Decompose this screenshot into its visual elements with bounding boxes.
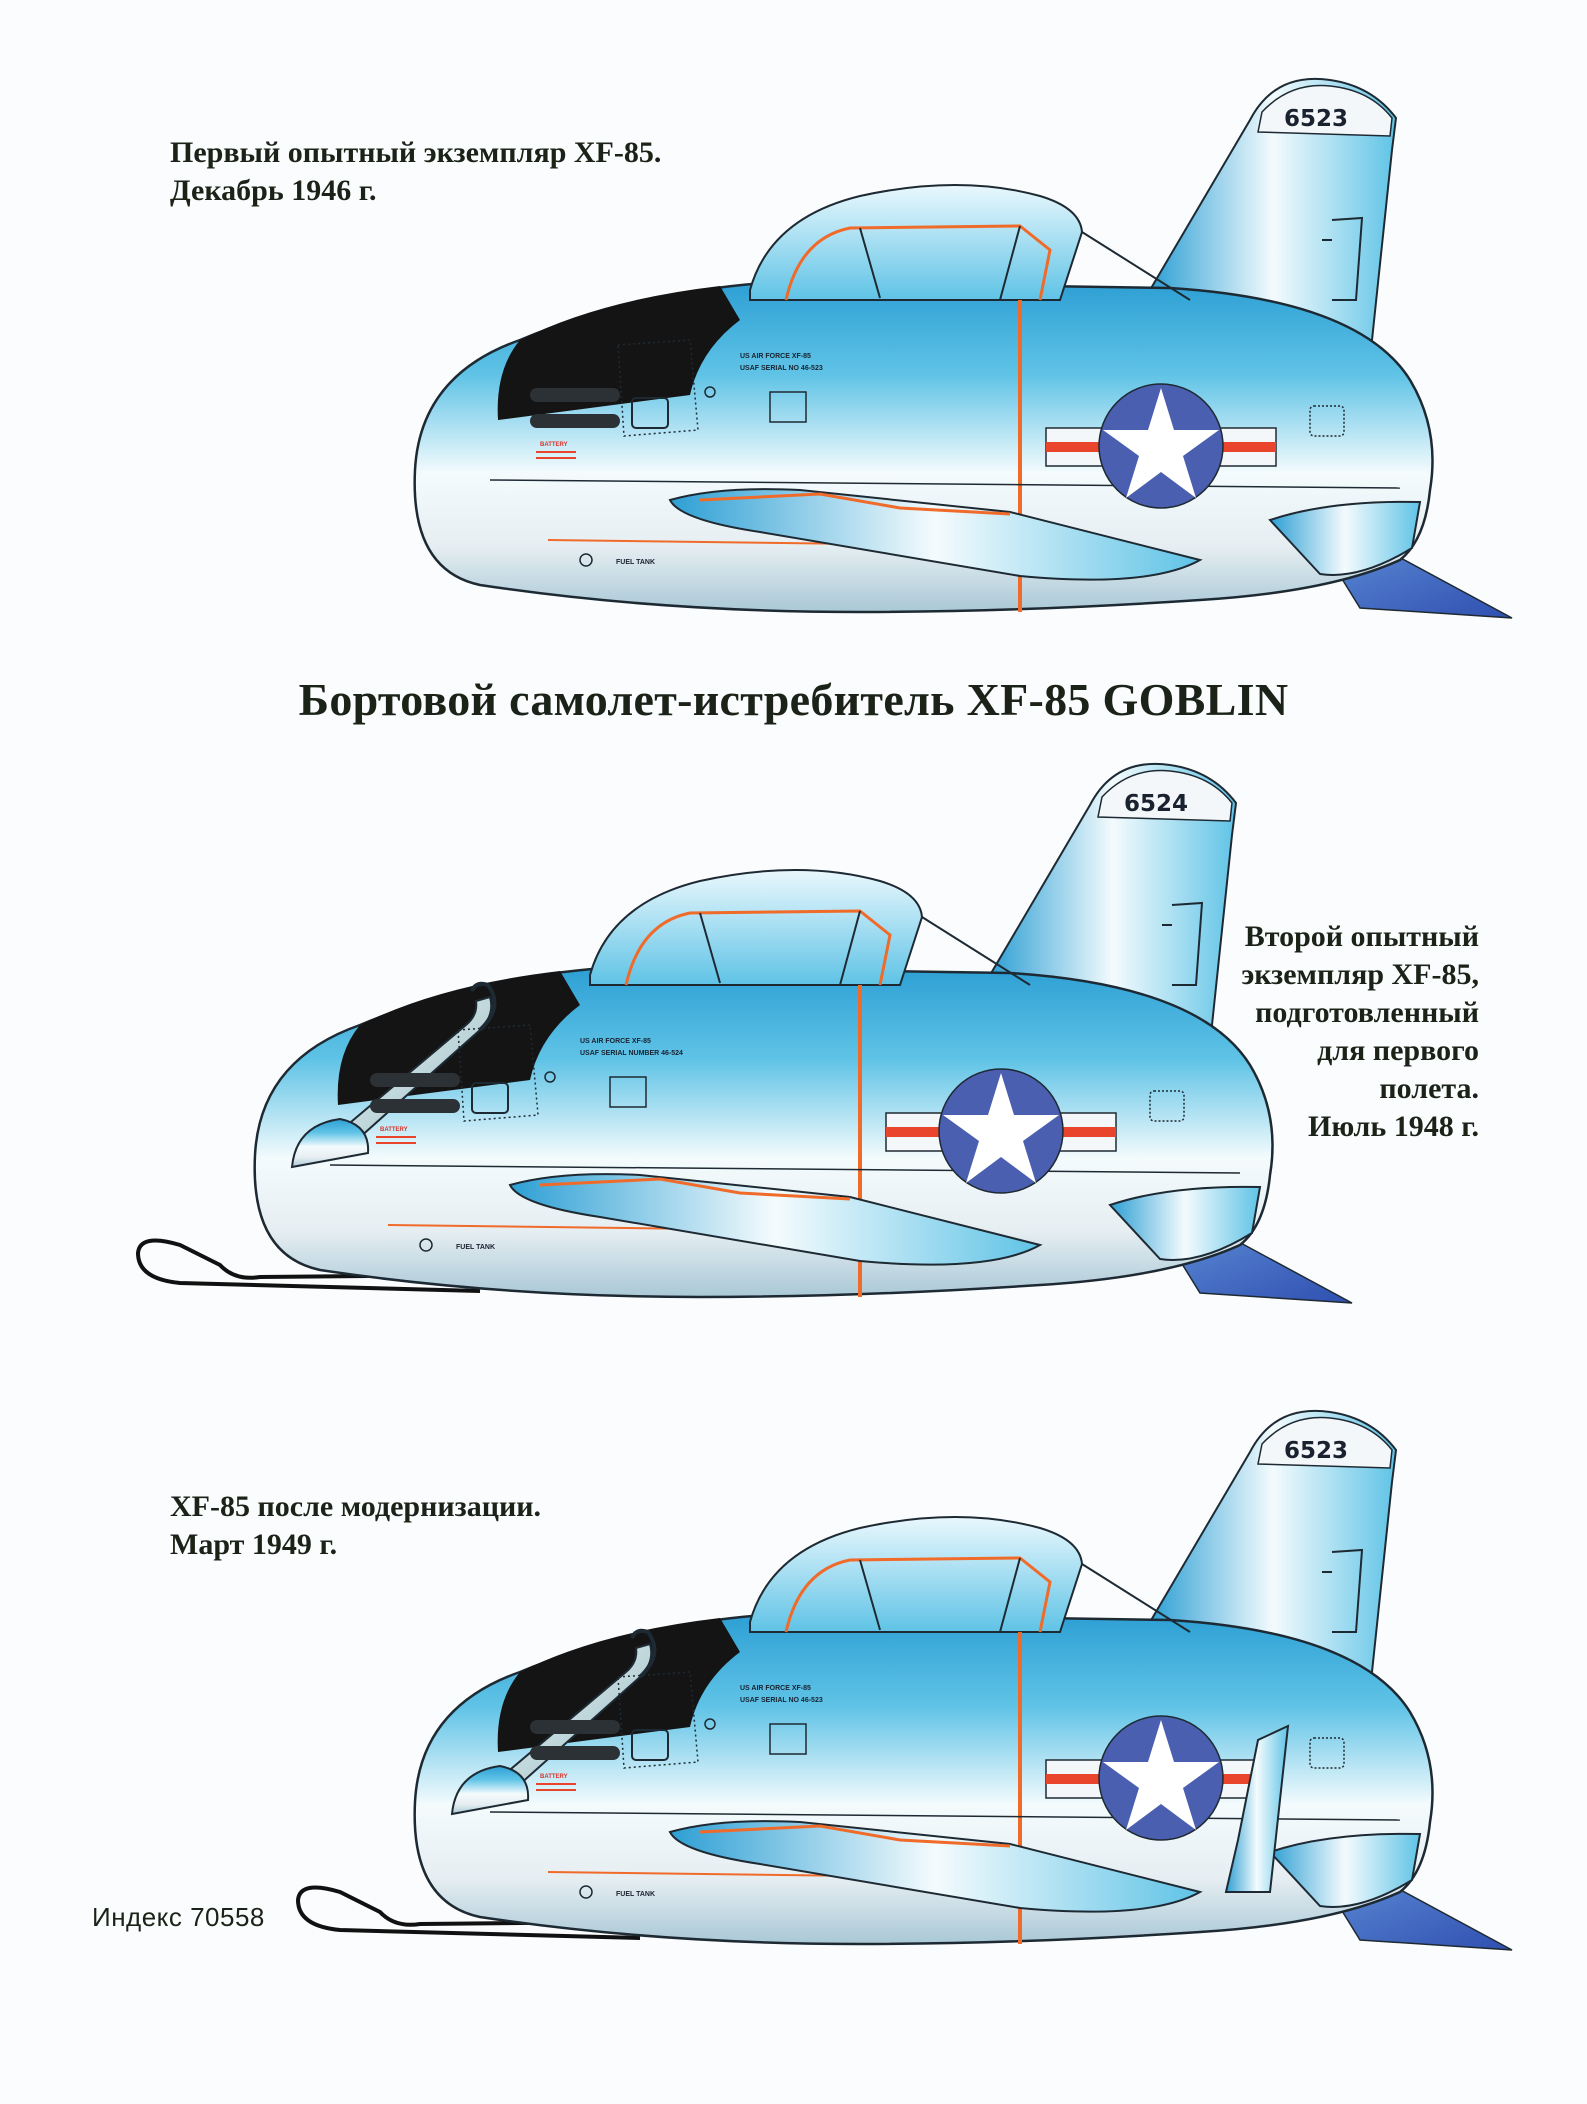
aircraft-drawing: 6523 BATTERY US AIR FORCE XF-85	[295, 1409, 1513, 1951]
battery-stencil: BATTERY	[540, 1774, 568, 1780]
caption-first-prototype: Первый опытный экземпляр XF-85. Декабрь …	[170, 134, 661, 210]
wing	[508, 1173, 1043, 1266]
horizontal-stabilizer	[1268, 1832, 1422, 1908]
ventral-fin	[1224, 1724, 1290, 1893]
tail-number-plate	[1257, 1416, 1393, 1469]
aircraft-profile-2: 6524 BATTERY US AIR FORCE XF-85	[0, 760, 1587, 1380]
caption-line: для первого	[1317, 1034, 1479, 1067]
caption-line: Декабрь 1946 г.	[170, 174, 377, 207]
canopy	[749, 184, 1084, 301]
aircraft-profile-1: 6523 BATTERY US AIR FORCE XF-85 USAF SER…	[0, 0, 1587, 660]
tail-number: 6524	[1124, 791, 1188, 817]
horizontal-stabilizer	[1268, 500, 1422, 576]
vertical-tail	[1148, 77, 1398, 360]
landing-skid	[135, 1238, 481, 1293]
page-title: Бортовой самолет-истребитель XF-85 GOBLI…	[298, 674, 1289, 725]
caption-line: полета.	[1379, 1072, 1479, 1105]
caption-line: подготовленный	[1255, 996, 1479, 1029]
vertical-tail	[1148, 1409, 1398, 1692]
fuel-tank-stencil: FUEL TANK	[456, 1244, 495, 1251]
caption-line: Первый опытный экземпляр XF-85.	[170, 136, 662, 169]
caption-line: Март 1949 г.	[170, 1528, 338, 1561]
stencil-line-1: US AIR FORCE XF-85	[740, 1685, 811, 1692]
caption-line: XF-85 после модернизации.	[170, 1490, 542, 1523]
stencil-line-2: USAF SERIAL NUMBER 46-524	[580, 1050, 683, 1057]
stencil-line-1: US AIR FORCE XF-85	[740, 353, 811, 360]
tail-number: 6523	[1284, 106, 1348, 132]
roundel	[1045, 383, 1277, 509]
stencil-line-1: US AIR FORCE XF-85	[580, 1038, 651, 1045]
fuel-tank-stencil: FUEL TANK	[616, 1891, 655, 1898]
canopy	[749, 1516, 1084, 1633]
vertical-tail	[988, 762, 1238, 1045]
tail-number-plate	[1257, 84, 1393, 137]
tail-number: 6523	[1284, 1438, 1348, 1464]
wing	[668, 488, 1203, 581]
battery-stencil: BATTERY	[380, 1127, 408, 1133]
landing-skid	[295, 1885, 641, 1940]
roundel	[885, 1068, 1117, 1194]
stencil-line-2: USAF SERIAL NO 46-523	[740, 1697, 823, 1704]
caption-line: Июль 1948 г.	[1308, 1110, 1479, 1143]
caption-line: экземпляр XF-85,	[1241, 958, 1479, 991]
aircraft-drawing: 6524 BATTERY US AIR FORCE XF-85	[135, 762, 1353, 1304]
caption-modernized: XF-85 после модернизации. Март 1949 г.	[170, 1488, 541, 1564]
horizontal-stabilizer	[1108, 1185, 1262, 1261]
aircraft-profile-3: 6523 BATTERY US AIR FORCE XF-85	[0, 1380, 1587, 2000]
tail-number-plate	[1097, 769, 1233, 822]
aircraft-drawing: 6523 BATTERY US AIR FORCE XF-85 USAF SER…	[413, 77, 1513, 619]
anti-glare-panel	[497, 286, 740, 420]
wing	[668, 1820, 1203, 1913]
caption-second-prototype: Второй опытный экземпляр XF-85, подготов…	[1241, 918, 1479, 1146]
caption-line: Второй опытный	[1244, 920, 1479, 953]
index-label: Индекс 70558	[92, 1902, 265, 1932]
battery-stencil: BATTERY	[540, 442, 568, 448]
fuel-tank-stencil: FUEL TANK	[616, 559, 655, 566]
canopy	[589, 869, 924, 986]
stencil-line-2: USAF SERIAL NO 46-523	[740, 365, 823, 372]
